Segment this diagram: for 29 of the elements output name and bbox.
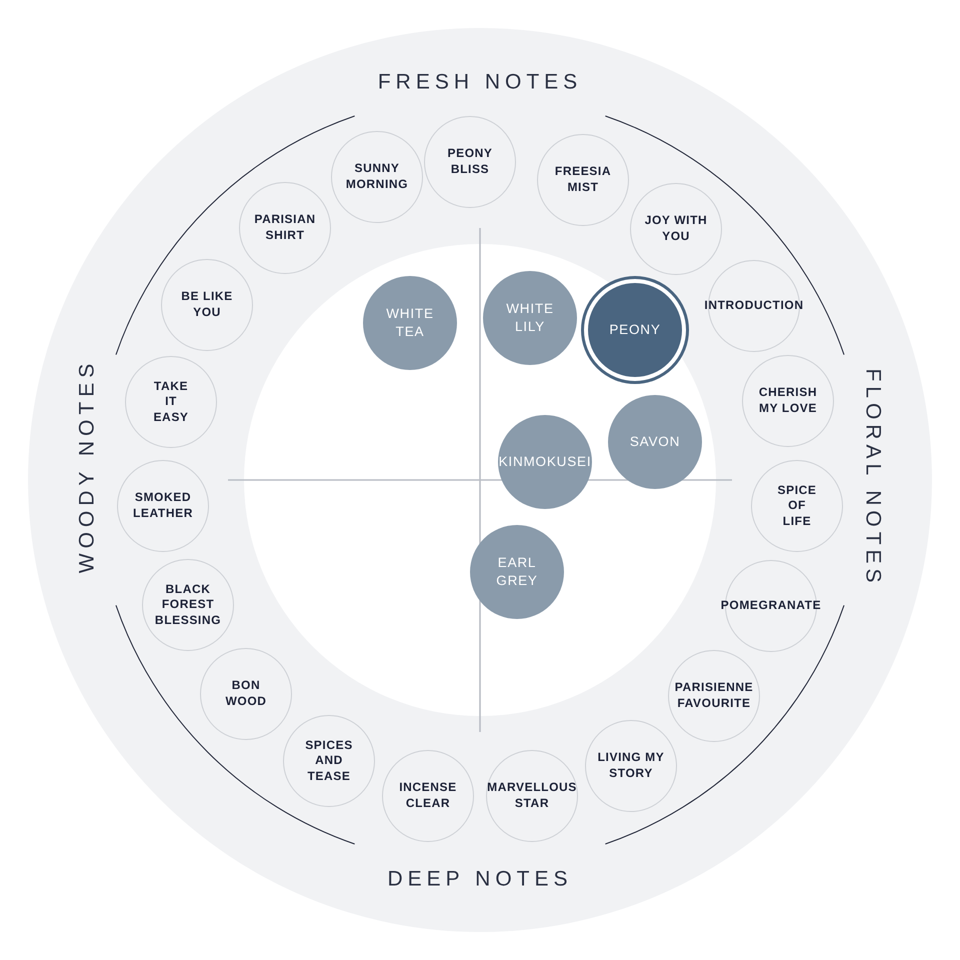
fragrance-name: BE LIKE YOU — [180, 289, 234, 321]
fragrance-name: SMOKED LEATHER — [132, 490, 194, 522]
note-name: SAVON — [629, 433, 681, 451]
fragrance-name: SPICES AND TEASE — [304, 738, 354, 784]
fragrance-name: FREESIA MIST — [554, 164, 612, 196]
fragrance-name: INCENSE CLEAR — [398, 780, 458, 812]
note-name: WHITE TEA — [386, 305, 434, 341]
note-name: WHITE LILY — [506, 300, 554, 336]
note-name: PEONY — [608, 321, 662, 339]
fragrance-name: JOY WITH YOU — [644, 213, 708, 245]
category-title: DEEP NOTES — [388, 868, 572, 890]
fragrance-name: BLACK FOREST BLESSING — [154, 582, 222, 628]
fragrance-name: TAKE IT EASY — [152, 378, 190, 426]
category-title: FLORAL NOTES — [862, 368, 884, 588]
category-title: FRESH NOTES — [378, 72, 582, 92]
fragrance-name: PEONY BLISS — [446, 146, 494, 178]
fragrance-name: LIVING MY STORY — [597, 750, 665, 782]
note-name: KINMOKUSEI — [498, 453, 592, 471]
fragrance-name: PARISIAN SHIRT — [254, 212, 316, 244]
fragrance-name: SUNNY MORNING — [345, 161, 409, 193]
fragrance-name: CHERISH MY LOVE — [758, 385, 818, 417]
category-title: WOODY NOTES — [76, 358, 98, 574]
fragrance-name: INTRODUCTION — [704, 298, 804, 314]
note-name: EARL GREY — [496, 554, 538, 590]
fragrance-name: MARVELLOUS STAR — [486, 780, 578, 812]
fragrance-name: BON WOOD — [224, 678, 268, 710]
fragrance-name: POMEGRANATE — [720, 598, 822, 614]
fragrance-name: SPICE OF LIFE — [776, 482, 818, 530]
fragrance-name: PARISIENNE FAVOURITE — [674, 680, 754, 712]
